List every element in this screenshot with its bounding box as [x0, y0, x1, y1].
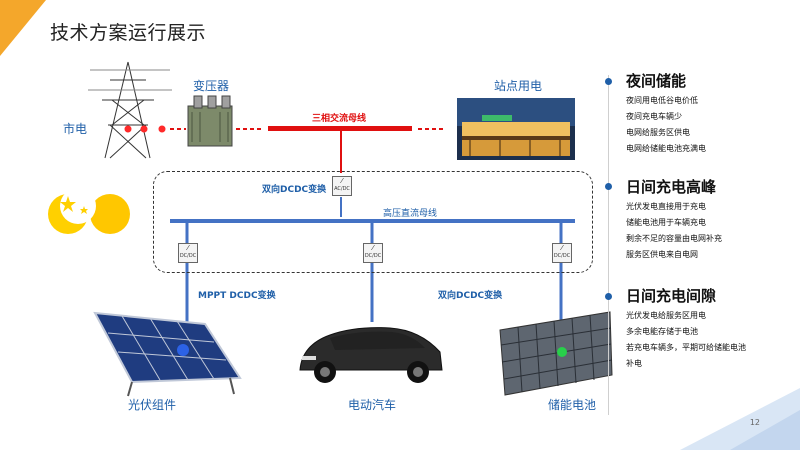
page-title: 技术方案运行展示 [50, 22, 207, 44]
sections-divider [608, 75, 609, 415]
list-item: 补电 [626, 359, 642, 368]
bidir-top-label: 双向DCDC变换 [262, 185, 327, 195]
section-bullet-icon [605, 293, 612, 300]
section-title-night: 夜间储能 [626, 72, 687, 90]
section-list-day-peak: 光伏发电直接用于充电 储能电池用于车辆充电 剩余不足的容量由电网补充 服务区供电… [626, 199, 722, 263]
battery-dc-dc-converter: ⁄ DC/DC [552, 243, 572, 263]
battery-label: 储能电池 [548, 398, 597, 412]
ac-bus-bar [268, 126, 412, 131]
ev-label: 电动汽车 [348, 398, 397, 412]
ac-bus-label: 三相交流母线 [312, 114, 367, 124]
list-item: 夜间充电车辆少 [626, 112, 682, 121]
transformer-icon [187, 95, 233, 147]
pv-dc-dc-converter: ⁄ DC/DC [178, 243, 198, 263]
list-item: 电网给服务区供电 [626, 128, 690, 137]
station-building-image [457, 98, 575, 160]
converter-symbol-icon: ⁄ [561, 244, 563, 252]
power-tower-icon [88, 61, 172, 159]
list-item: 光伏发电给服务区用电 [626, 311, 706, 320]
list-item: 多余电能存储于电池 [626, 327, 698, 336]
corner-decoration-top-left [0, 0, 46, 56]
flow-dots-icon [124, 125, 166, 133]
section-list-day-gap: 光伏发电给服务区用电 多余电能存储于电池 若充电车辆多，平期可给储能电池 补电 [626, 308, 746, 372]
battery-rack-image [499, 311, 613, 396]
list-item: 储能电池用于车辆充电 [626, 218, 706, 227]
electric-car-image [299, 327, 443, 383]
dc-bus-bar [170, 219, 575, 223]
converter-symbol-icon: ⁄ [187, 244, 189, 252]
section-title-day-peak: 日间充电高峰 [626, 178, 717, 196]
converter-symbol-icon: ⁄ [341, 177, 343, 185]
moon-sun-icon [48, 188, 130, 234]
mppt-label: MPPT DCDC变换 [198, 291, 276, 301]
converter-label: DC/DC [364, 253, 382, 259]
station-load-label: 站点用电 [494, 79, 543, 93]
section-list-night: 夜间用电低谷电价低 夜间充电车辆少 电网给服务区供电 电网给储能电池充满电 [626, 93, 706, 157]
section-bullet-icon [605, 78, 612, 85]
list-item: 服务区供电来自电网 [626, 250, 698, 259]
transformer-label: 变压器 [193, 79, 230, 93]
dc-bus-label: 高压直流母线 [383, 209, 438, 219]
list-item: 电网给储能电池充满电 [626, 144, 706, 153]
list-item: 若充电车辆多，平期可给储能电池 [626, 343, 746, 352]
pv-label: 光伏组件 [128, 398, 177, 412]
list-item: 光伏发电直接用于充电 [626, 202, 706, 211]
ac-dc-converter: ⁄ AC/DC [332, 176, 352, 196]
corner-decoration-bottom-right-inner [730, 410, 800, 450]
ev-dc-dc-converter: ⁄ DC/DC [363, 243, 383, 263]
page-number: 12 [749, 418, 760, 427]
converter-label: DC/DC [179, 253, 197, 259]
bidir-right-label: 双向DCDC变换 [438, 291, 503, 301]
converter-label: DC/DC [553, 253, 571, 259]
converter-symbol-icon: ⁄ [372, 244, 374, 252]
converter-label: AC/DC [334, 186, 350, 192]
section-bullet-icon [605, 183, 612, 190]
solar-panel-image [93, 311, 242, 397]
list-item: 夜间用电低谷电价低 [626, 96, 698, 105]
section-title-day-gap: 日间充电间隙 [626, 287, 717, 305]
list-item: 剩余不足的容量由电网补充 [626, 234, 722, 243]
dc-system-boundary [153, 171, 593, 273]
grid-label: 市电 [63, 122, 88, 136]
